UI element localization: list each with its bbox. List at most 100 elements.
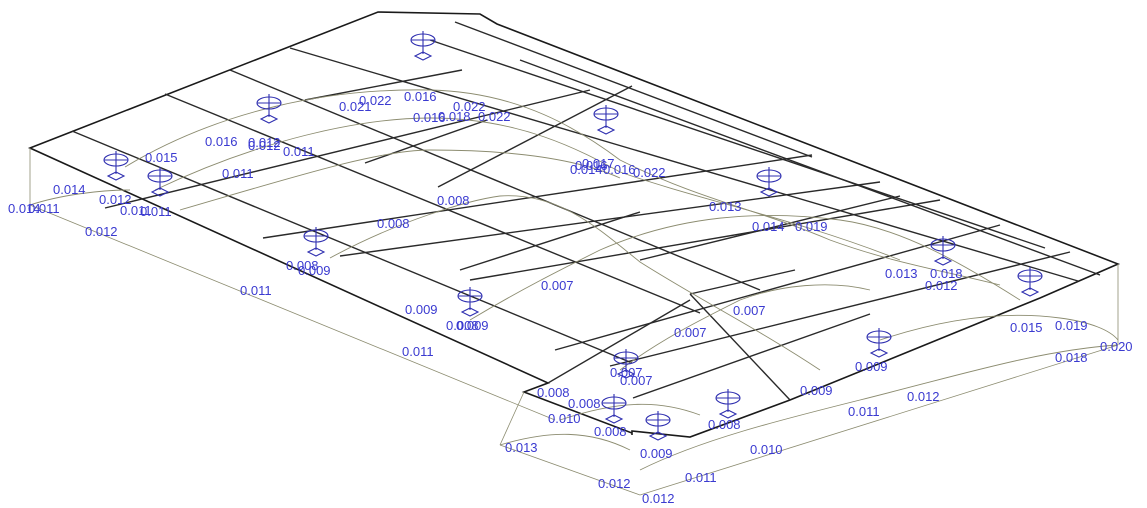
pinned-support-icon xyxy=(613,349,639,379)
deflection-label: 0.022 xyxy=(478,109,511,124)
grid-line xyxy=(429,39,1046,249)
grid-line xyxy=(469,199,941,281)
deflection-curve xyxy=(619,284,871,371)
deflection-label: 0.007 xyxy=(610,365,643,380)
deflection-curve xyxy=(469,215,1021,321)
deflection-curves xyxy=(29,89,1119,471)
deflection-label: 0.014 xyxy=(8,201,41,216)
grid-line xyxy=(609,251,1071,367)
deflection-label: 0.011 xyxy=(402,344,434,359)
deflection-label: 0.014 xyxy=(570,162,603,177)
grid-line xyxy=(519,59,1101,276)
pinned-support-icon xyxy=(645,411,671,441)
deflection-label: 0.012 xyxy=(99,192,132,207)
deflection-label: 0.011 xyxy=(685,470,717,485)
deflection-label: 0.007 xyxy=(674,325,707,340)
pinned-support-icon xyxy=(457,287,483,317)
grid-line xyxy=(454,21,813,158)
grid-line xyxy=(437,85,633,188)
deflection-curve xyxy=(879,314,1119,341)
grid-line xyxy=(632,313,871,399)
slab-panel-grid xyxy=(71,21,1101,401)
deflection-label: 0.016 xyxy=(413,110,446,125)
deflection-label: 0.018 xyxy=(438,109,471,124)
deflection-label: 0.011 xyxy=(848,404,880,419)
deflection-curve xyxy=(639,344,1119,471)
deflection-label: 0.012 xyxy=(925,278,958,293)
deflection-label: 0.017 xyxy=(582,156,615,171)
deflection-curve xyxy=(329,195,821,371)
grid-line xyxy=(547,299,691,384)
pinned-support-icon xyxy=(601,394,627,424)
deflection-label: 0.011 xyxy=(28,201,60,216)
deflection-curve xyxy=(154,117,901,261)
leader-line xyxy=(29,204,556,421)
grid-line xyxy=(339,181,881,257)
deflection-label: 0.018 xyxy=(1055,350,1088,365)
pinned-support-icon xyxy=(147,167,173,197)
deflection-label: 0.008 xyxy=(568,396,601,411)
pinned-support-icon xyxy=(715,389,741,419)
grid-line xyxy=(459,211,641,271)
deflection-label: 0.016 xyxy=(205,134,238,149)
deflection-curve xyxy=(559,403,701,421)
deflection-label: 0.013 xyxy=(885,266,918,281)
deflection-label: 0.013 xyxy=(709,199,742,214)
deflection-curve xyxy=(29,189,131,206)
deflection-label: 0.012 xyxy=(907,389,940,404)
grid-line xyxy=(289,47,1079,282)
pinned-support-icon xyxy=(410,31,436,61)
deflection-label: 0.018 xyxy=(930,266,963,281)
deflection-label: 0.013 xyxy=(505,440,538,455)
deflection-label: 0.009 xyxy=(640,446,673,461)
deflection-label: 0.020 xyxy=(1100,339,1133,354)
deflection-label: 0.008 xyxy=(446,318,479,333)
deflection-label: 0.011 xyxy=(120,203,152,218)
deflection-label: 0.014 xyxy=(53,182,86,197)
pinned-support-icon xyxy=(303,227,329,257)
leader-line xyxy=(499,391,525,446)
deflection-labels: 0.014 0.014 0.012 0.012 0.011 0.011 0.01… xyxy=(8,89,1133,506)
slab-outline xyxy=(27,11,1121,438)
deflection-label: 0.010 xyxy=(750,442,783,457)
deflection-curve xyxy=(499,433,631,451)
deflection-curve xyxy=(179,149,621,211)
pinned-support-icon xyxy=(593,105,619,135)
deflection-label: 0.008 xyxy=(708,417,741,432)
grid-line xyxy=(689,269,796,295)
pinned-support-icon xyxy=(256,94,282,124)
deflection-label: 0.012 xyxy=(598,476,631,491)
deflection-label: 0.011 xyxy=(240,283,272,298)
deflection-label: 0.016 xyxy=(575,158,608,173)
deflection-label: 0.010 xyxy=(548,411,581,426)
deflection-label: 0.016 xyxy=(603,162,636,177)
leader-line xyxy=(639,344,1119,496)
deflection-label: 0.014 xyxy=(752,219,785,234)
deflection-label: 0.012 xyxy=(642,491,675,506)
deflection-label: 0.008 xyxy=(537,385,570,400)
deflection-label: 0.022 xyxy=(633,165,666,180)
deflection-label: 0.019 xyxy=(1055,318,1088,333)
deflection-label: 0.012 xyxy=(248,135,281,150)
grid-line xyxy=(164,93,701,314)
deflection-label: 0.022 xyxy=(453,99,486,114)
deflection-label: 0.011 xyxy=(140,204,172,219)
deflection-label: 0.012 xyxy=(85,224,118,239)
pinned-support-icon xyxy=(756,167,782,197)
deflection-label: 0.012 xyxy=(248,138,281,153)
leader-lines xyxy=(29,148,1119,496)
pinned-support-icon xyxy=(1017,267,1043,297)
grid-line xyxy=(229,69,761,291)
deflection-label: 0.011 xyxy=(222,166,254,181)
deflection-label: 0.007 xyxy=(733,303,766,318)
grid-line xyxy=(554,224,1001,351)
deflection-label: 0.019 xyxy=(795,219,828,234)
deflection-label: 0.008 xyxy=(377,216,410,231)
deflection-label: 0.008 xyxy=(286,258,319,273)
grid-line xyxy=(639,195,901,261)
pinned-support-icon xyxy=(866,328,892,358)
deflection-label: 0.022 xyxy=(359,93,392,108)
pinned-support-icon xyxy=(103,151,129,181)
support-symbols xyxy=(103,31,1043,441)
